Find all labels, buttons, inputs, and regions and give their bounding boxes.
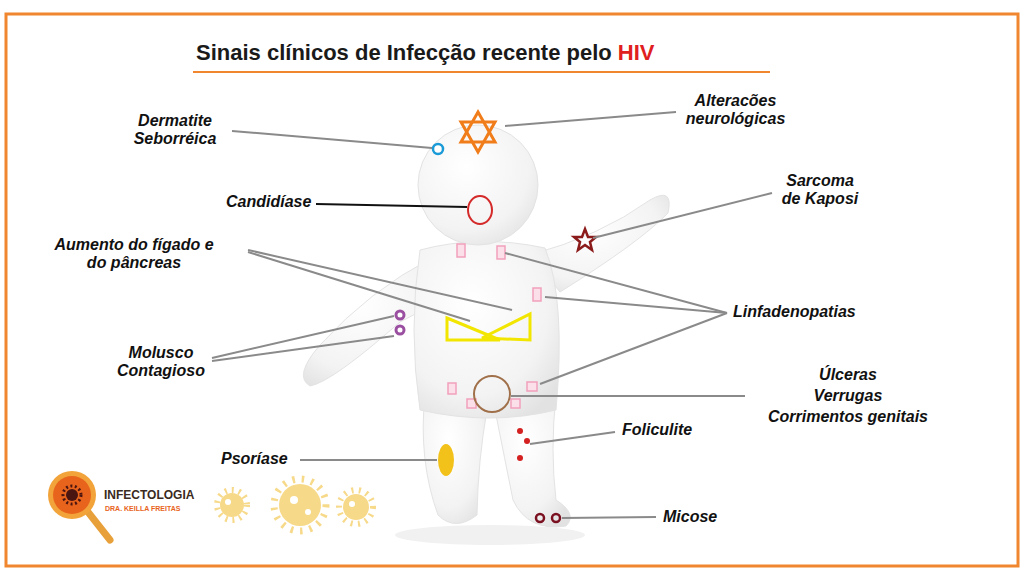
dermatitis-marker <box>433 144 443 154</box>
callout-label: Aumento do fígado e do pâncreas <box>52 236 216 273</box>
genital-marker <box>474 376 510 412</box>
callout-label: Sarcoma de Kaposi <box>776 172 864 209</box>
lymph-marker <box>533 288 541 301</box>
callout-label: Candidíase <box>226 193 311 211</box>
pancreas-triangle <box>482 314 530 340</box>
mycosis-ring <box>536 514 544 522</box>
leader-line <box>212 316 394 358</box>
folliculitis-dot <box>524 438 530 444</box>
leader-line <box>593 193 772 238</box>
callout-label: Molusco Contagioso <box>110 344 212 381</box>
neuro-star <box>461 122 495 152</box>
logo-text: DRA. KEILLA FREITAS <box>105 505 180 513</box>
leader-line <box>545 297 727 313</box>
leader-line <box>316 204 467 207</box>
logo-virus-spikes <box>63 486 81 504</box>
leader-line <box>540 313 727 384</box>
leader-lines <box>212 112 772 518</box>
lymph-marker <box>497 246 505 259</box>
leader-line <box>248 250 512 310</box>
lymph-marker <box>448 383 456 394</box>
callout-label: Úlceras <box>748 366 948 384</box>
molluscum-dot <box>396 326 404 334</box>
virus-spikes <box>274 479 326 531</box>
logo-handle <box>88 512 110 540</box>
logo-lens <box>53 476 91 514</box>
psoriasis-patch <box>438 444 454 476</box>
logo-lens-rim <box>48 471 96 519</box>
callout-label: Corrimentos genitais <box>748 408 948 426</box>
liver-triangle <box>447 318 500 340</box>
virus-spot <box>349 501 355 507</box>
title: Sinais clínicos de Infecção recente pelo… <box>196 40 655 66</box>
figure-torso <box>414 241 559 418</box>
lymph-marker <box>527 382 537 391</box>
lymph-markers <box>448 244 541 408</box>
molluscum-dot <box>396 311 404 319</box>
virus-spikes <box>339 490 373 524</box>
frame <box>6 14 1018 566</box>
leader-line <box>562 517 656 518</box>
callout-label: Dermatite Seborréica <box>125 112 225 149</box>
virus-spot <box>290 496 298 504</box>
lymph-marker <box>457 244 465 257</box>
callout-label: Verrugas <box>748 387 948 405</box>
logo-virus <box>66 489 78 501</box>
virus-body <box>220 493 244 517</box>
title-underline <box>193 71 770 73</box>
figure-shadow <box>395 525 585 545</box>
neuro-star <box>461 112 495 142</box>
virus-spikes <box>217 490 247 520</box>
leader-line <box>212 336 394 361</box>
virus-decoration <box>217 479 373 531</box>
callout-label: Linfadenopatias <box>733 303 856 321</box>
leader-line <box>300 459 437 461</box>
leader-line <box>505 253 727 313</box>
folliculitis-dot <box>517 455 523 461</box>
callout-label: Alteracões neurológicas <box>678 92 793 129</box>
lymph-marker <box>511 399 520 408</box>
kaposi-star <box>574 229 596 250</box>
callout-label: Micose <box>663 508 717 526</box>
virus-body <box>343 494 369 520</box>
leader-line <box>530 432 615 444</box>
callout-label: Psoríase <box>221 450 288 468</box>
mouth-marker <box>468 196 492 224</box>
leader-line <box>248 252 470 321</box>
virus-body <box>279 484 321 526</box>
logo-text: INFECTOLOGIA <box>104 489 194 503</box>
callout-label: Foliculite <box>622 421 692 439</box>
virus-spot <box>305 509 311 515</box>
mycosis-ring <box>552 514 560 522</box>
virus-spot <box>225 499 231 505</box>
leader-line <box>511 395 745 397</box>
leader-line <box>232 131 432 148</box>
leader-line <box>505 112 676 126</box>
folliculitis-dot <box>517 428 523 434</box>
